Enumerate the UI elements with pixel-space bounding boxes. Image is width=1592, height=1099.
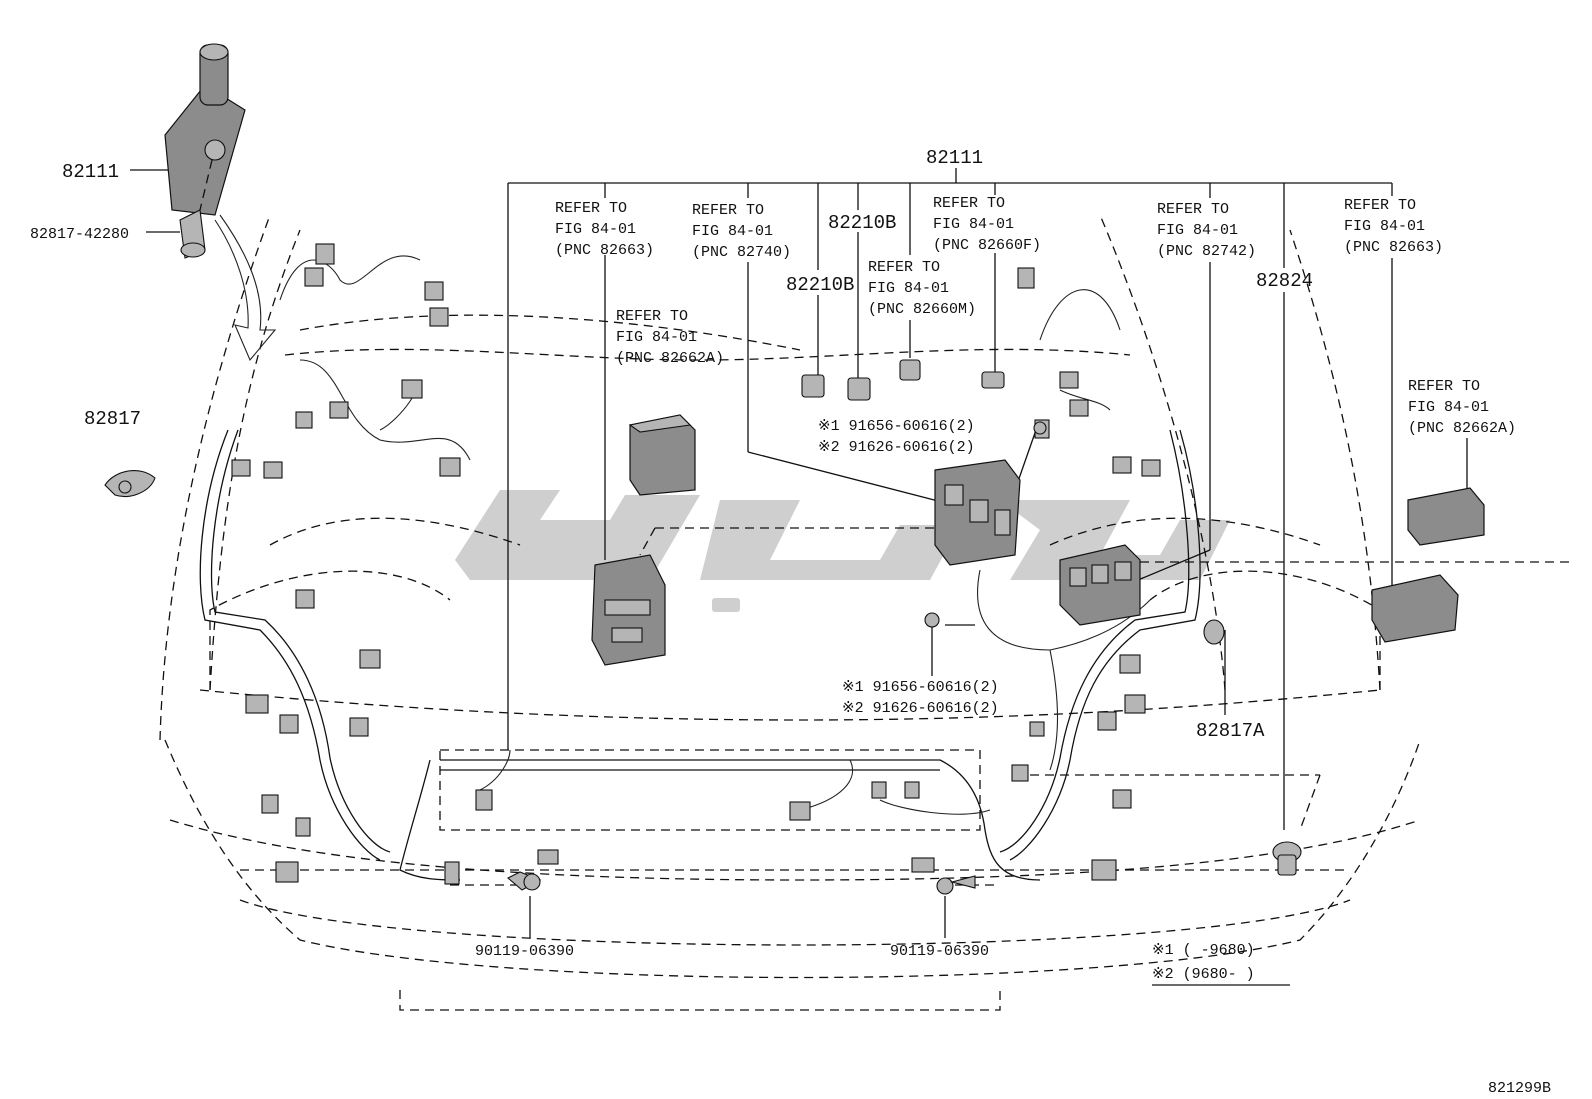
leader-lines — [130, 168, 1570, 986]
label-82210B-a: 82210B — [828, 212, 896, 234]
junction-block-82663-left — [591, 554, 666, 666]
vehicle-outline — [159, 214, 1421, 1011]
label-82111-left: 82111 — [62, 161, 119, 183]
svg-text:REFER TO: REFER TO — [868, 259, 940, 276]
legend-line-2: ※2 (9680- ) — [1152, 966, 1255, 983]
svg-text:(PNC 82742): (PNC 82742) — [1157, 243, 1256, 260]
label-82817A: 82817A — [1196, 720, 1265, 742]
refer-note-82662A-right: REFER TO FIG 84-01 (PNC 82662A) — [1408, 378, 1516, 437]
fuse-block-82662A-left — [628, 414, 696, 496]
part-labels: 82111 82817-42280 82817 82111 82210B 822… — [30, 147, 1551, 1097]
arrow-indicator — [214, 214, 277, 362]
svg-text:REFER TO: REFER TO — [933, 195, 1005, 212]
refer-note-82662A-left: REFER TO FIG 84-01 (PNC 82662A) — [616, 308, 724, 367]
label-82824: 82824 — [1256, 270, 1313, 292]
screw-notes: ※1 91656-60616(2) ※2 91626-60616(2) ※1 9… — [818, 418, 999, 717]
svg-text:FIG 84-01: FIG 84-01 — [692, 223, 773, 240]
svg-text:(PNC 82662A): (PNC 82662A) — [1408, 420, 1516, 437]
svg-text:(PNC 82662A): (PNC 82662A) — [616, 350, 724, 367]
bolts — [507, 421, 1047, 895]
clamp-82817-42280 — [179, 209, 206, 259]
svg-text:FIG 84-01: FIG 84-01 — [1408, 399, 1489, 416]
svg-text:(PNC 82660M): (PNC 82660M) — [868, 301, 976, 318]
svg-text:REFER TO: REFER TO — [1344, 197, 1416, 214]
refer-note-82660F: REFER TO FIG 84-01 (PNC 82660F) — [933, 195, 1041, 254]
svg-text:(PNC 82663): (PNC 82663) — [1344, 239, 1443, 256]
legend-line-1: ※1 ( -9680) — [1152, 942, 1255, 959]
clamp-82817 — [104, 469, 156, 497]
svg-text:REFER TO: REFER TO — [1408, 378, 1480, 395]
refer-to-notes: REFER TO FIG 84-01 (PNC 82663) REFER TO … — [555, 195, 1516, 437]
svg-text:FIG 84-01: FIG 84-01 — [616, 329, 697, 346]
refer-note-82740: REFER TO FIG 84-01 (PNC 82740) — [692, 202, 791, 261]
clip-82824 — [1272, 841, 1302, 876]
legend: ※1 ( -9680) ※2 (9680- ) — [1152, 942, 1255, 983]
connectors — [231, 243, 1161, 885]
refer-note-82742: REFER TO FIG 84-01 (PNC 82742) — [1157, 201, 1256, 260]
fuse-block-82662A-right — [1407, 487, 1485, 546]
svg-text:FIG 84-01: FIG 84-01 — [1157, 222, 1238, 239]
svg-text:REFER TO: REFER TO — [1157, 201, 1229, 218]
clamp-82817A — [1203, 619, 1225, 645]
refer-note-82663-left: REFER TO FIG 84-01 (PNC 82663) — [555, 200, 654, 259]
svg-text:FIG 84-01: FIG 84-01 — [868, 280, 949, 297]
label-82817-42280: 82817-42280 — [30, 226, 129, 243]
svg-text:REFER TO: REFER TO — [555, 200, 627, 217]
label-82111-top: 82111 — [926, 147, 983, 169]
screw-note-lower-2: ※2 91626-60616(2) — [842, 700, 999, 717]
svg-text:FIG 84-01: FIG 84-01 — [933, 216, 1014, 233]
svg-text:REFER TO: REFER TO — [616, 308, 688, 325]
grommet-82111 — [164, 43, 246, 216]
watermark-logo — [455, 490, 1230, 612]
junction-block-center — [934, 459, 1021, 566]
junction-block-82663-right — [1371, 574, 1459, 643]
svg-text:FIG 84-01: FIG 84-01 — [1344, 218, 1425, 235]
refer-note-82663-right: REFER TO FIG 84-01 (PNC 82663) — [1344, 197, 1443, 256]
svg-text:FIG 84-01: FIG 84-01 — [555, 221, 636, 238]
relay-block-82742 — [1059, 544, 1141, 626]
drawing-number: 821299B — [1488, 1080, 1551, 1097]
label-82817: 82817 — [84, 408, 141, 430]
label-bolt-left: 90119-06390 — [475, 943, 574, 960]
label-bolt-right: 90119-06390 — [890, 943, 989, 960]
svg-text:(PNC 82660F): (PNC 82660F) — [933, 237, 1041, 254]
screw-note-lower-1: ※1 91656-60616(2) — [842, 679, 999, 696]
wire-harness — [199, 255, 1201, 881]
svg-text:(PNC 82663): (PNC 82663) — [555, 242, 654, 259]
screw-note-upper-2: ※2 91626-60616(2) — [818, 439, 975, 456]
svg-text:(PNC 82740): (PNC 82740) — [692, 244, 791, 261]
label-82210B-b: 82210B — [786, 274, 854, 296]
refer-note-82660M: REFER TO FIG 84-01 (PNC 82660M) — [868, 259, 976, 318]
screw-note-upper-1: ※1 91656-60616(2) — [818, 418, 975, 435]
svg-text:REFER TO: REFER TO — [692, 202, 764, 219]
